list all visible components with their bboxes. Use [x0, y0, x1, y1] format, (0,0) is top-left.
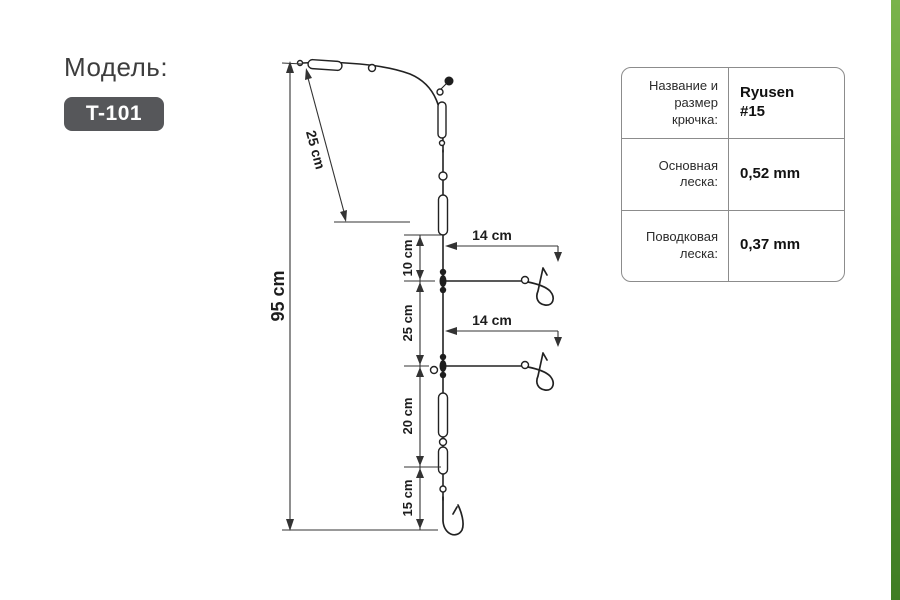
- hook-1: [527, 267, 555, 306]
- float-tube-1: [437, 194, 449, 236]
- hook-2: [527, 352, 555, 391]
- float-tube-2: [437, 392, 449, 438]
- dim-upper-label: 25 cm: [303, 128, 329, 170]
- spec-row-hook: Название и размер крючка: Ryusen #15: [622, 68, 844, 139]
- float-bead: [307, 58, 343, 72]
- float-tube-3: [437, 446, 449, 475]
- top-bead: [444, 76, 454, 86]
- ring-1: [438, 171, 448, 181]
- swivel-ring-branch2: [429, 365, 439, 375]
- dim-seg3-label: 20 cm: [400, 398, 415, 435]
- dim-leader1-label: 14 cm: [472, 227, 512, 243]
- header: Модель: T-101: [64, 52, 168, 131]
- small-ring-upper: [436, 88, 444, 96]
- model-badge-text: T-101: [85, 102, 143, 125]
- spec-row-leader-line: Поводковая леска: 0,37 mm: [622, 209, 844, 281]
- dim-overall-label: 95 cm: [268, 270, 288, 321]
- hook-size-value: Ryusen #15: [740, 84, 795, 121]
- swivel-tube-upper: [437, 101, 447, 139]
- main-line-value: 0,52 mm: [740, 165, 801, 183]
- hook-size-label: Название и размер крючка:: [622, 68, 729, 139]
- dim-leader2-label: 14 cm: [472, 312, 512, 328]
- ring-upper: [438, 139, 446, 147]
- hook-bottom: [442, 496, 464, 536]
- main-line-label: Основная леска:: [622, 139, 729, 210]
- line-end-ring: [296, 59, 304, 67]
- hooks: [442, 267, 555, 536]
- dimension-arrows: [286, 61, 562, 531]
- hook-eye-1: [520, 275, 530, 285]
- spec-row-main-line: Основная леска: 0,52 mm: [622, 138, 844, 210]
- bead-stem: [440, 83, 447, 90]
- hook-eye-2: [520, 360, 530, 370]
- dim-seg2-label: 25 cm: [400, 305, 415, 342]
- model-badge: T-101: [64, 97, 164, 131]
- leader-line-value: 0,37 mm: [740, 236, 801, 254]
- accent-bar: [891, 0, 900, 600]
- dim-seg1-label: 10 cm: [400, 240, 415, 277]
- ring-2: [438, 437, 448, 447]
- stopper-beads: [439, 76, 454, 379]
- dim-seg4-label: 15 cm: [400, 480, 415, 517]
- spec-table: Название и размер крючка: Ryusen #15 Осн…: [621, 67, 845, 282]
- leader-line-label: Поводковая леска:: [622, 210, 729, 281]
- model-label: Модель:: [64, 52, 169, 82]
- dimensions: [281, 62, 559, 531]
- ring-3: [439, 485, 447, 493]
- small-bead-top: [367, 63, 377, 73]
